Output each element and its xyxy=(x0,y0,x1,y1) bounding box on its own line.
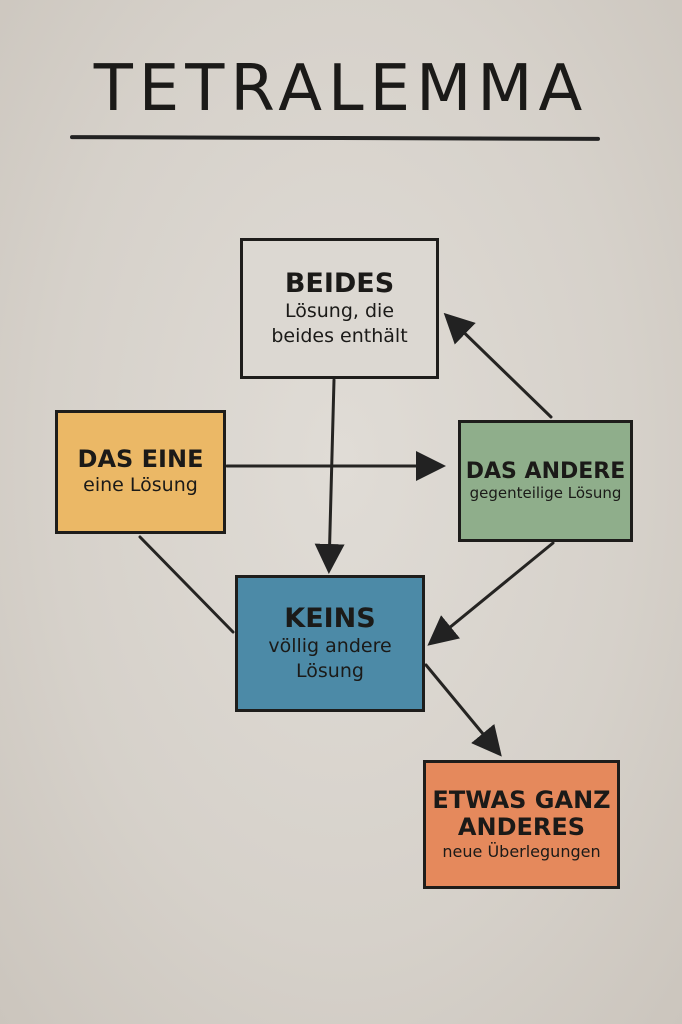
box-beides: BEIDES Lösung, die beides enthält xyxy=(240,238,439,379)
box-text: völlig andere Lösung xyxy=(268,635,392,683)
box-etwas-ganz-anderes: ETWAS GANZ ANDERES neue Überlegungen xyxy=(423,760,620,889)
box-heading: DAS EINE xyxy=(77,444,204,473)
box-das-andere: DAS ANDERE gegenteilige Lösung xyxy=(458,420,633,542)
diagram-title: TETRALEMMA xyxy=(93,52,589,126)
box-heading: KEINS xyxy=(284,603,376,635)
box-heading: DAS ANDERE xyxy=(465,458,626,484)
arrow-beides-to-keins xyxy=(314,378,345,574)
box-das-eine: DAS EINE eine Lösung xyxy=(55,410,226,534)
arrow-keins-to-etwas xyxy=(424,663,502,757)
box-text: eine Lösung xyxy=(83,474,198,497)
box-heading: ETWAS GANZ ANDERES xyxy=(432,785,611,842)
box-text: neue Überlegungen xyxy=(442,841,601,861)
box-text: gegenteilige Lösung xyxy=(469,483,622,502)
line-eine-to-keins xyxy=(138,535,235,634)
box-heading: BEIDES xyxy=(284,268,395,300)
arrow-andere-to-beides xyxy=(443,312,553,419)
box-keins: KEINS völlig andere Lösung xyxy=(235,575,425,712)
box-text: Lösung, die beides enthält xyxy=(271,300,408,348)
arrow-andere-to-keins xyxy=(427,541,555,646)
